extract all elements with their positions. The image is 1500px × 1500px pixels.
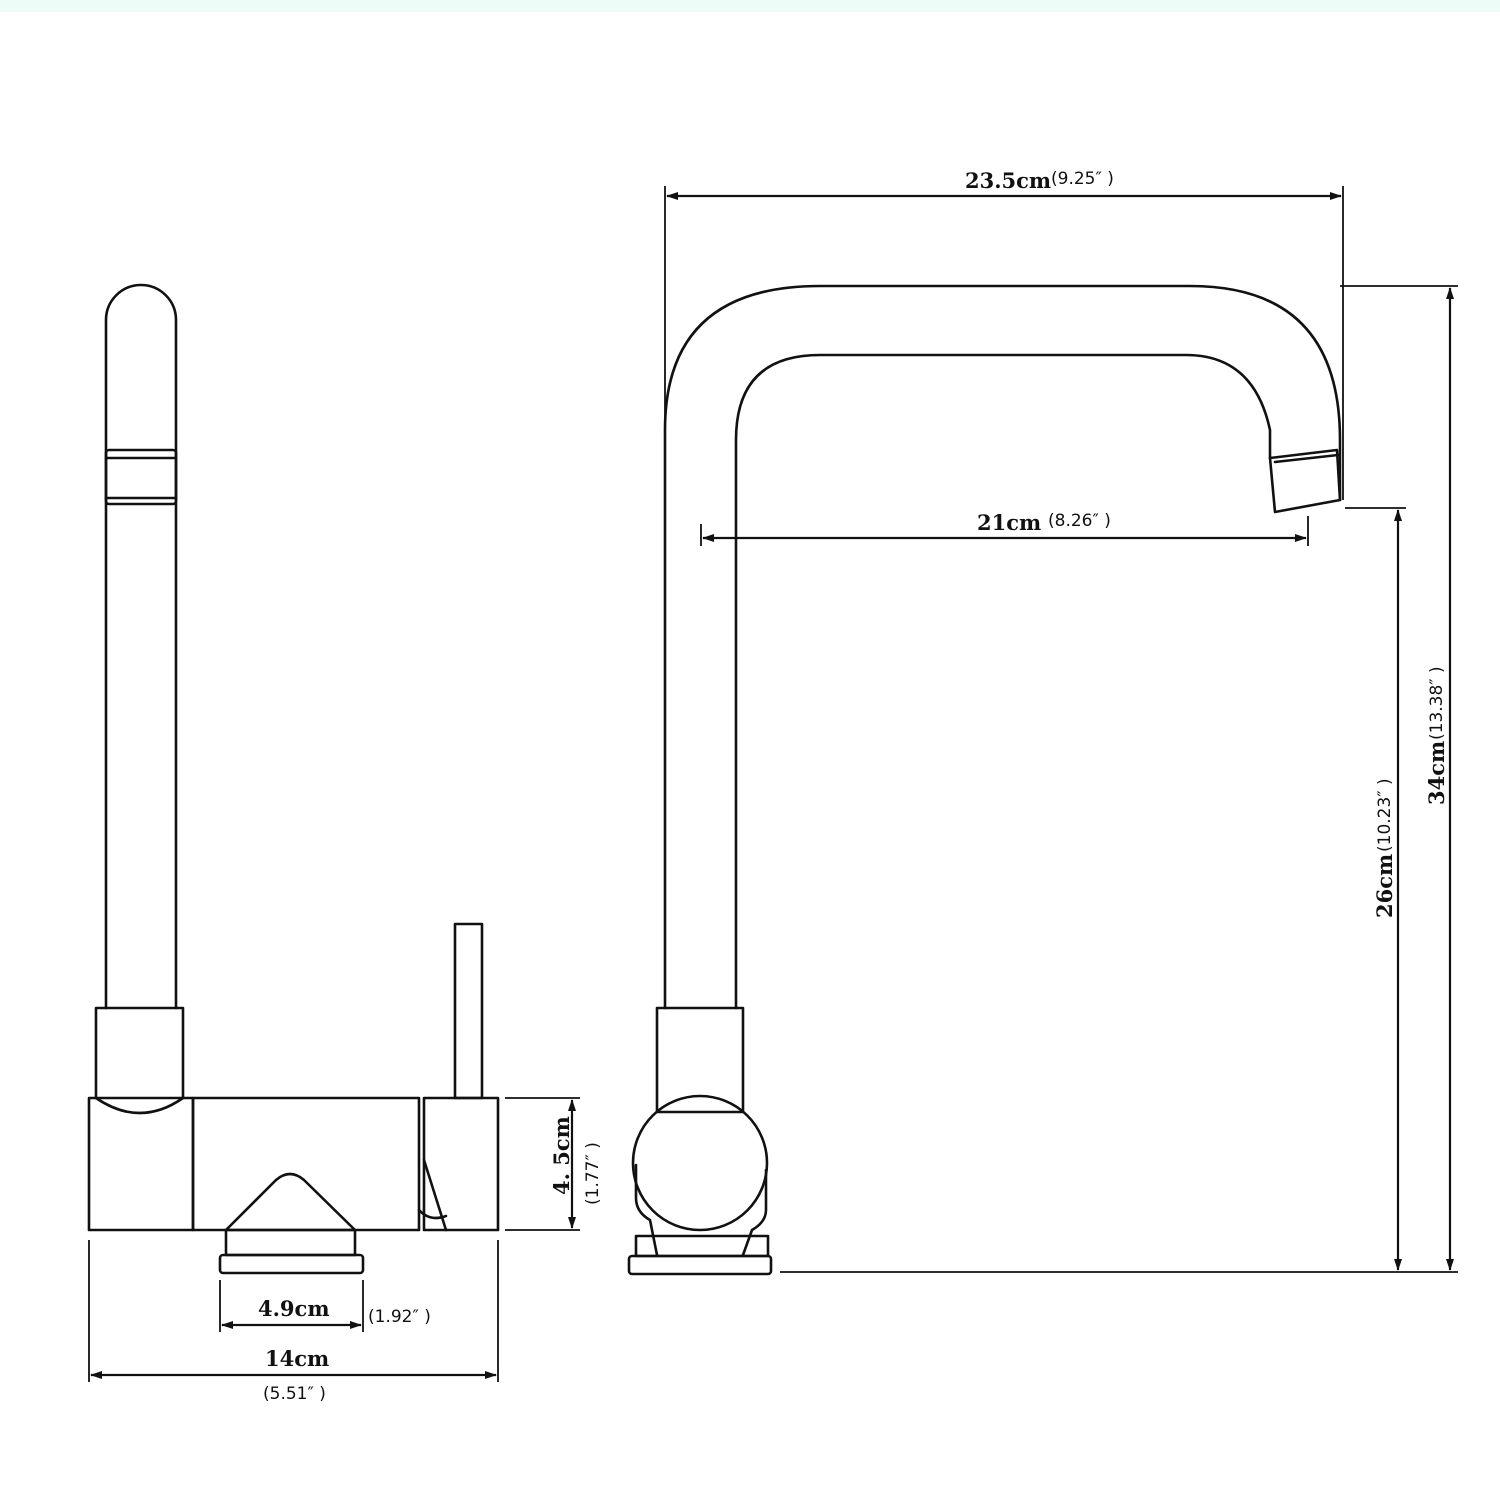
dim-body-height: 4. 5cm (1.77″ ) (505, 1097, 603, 1231)
body-length-imperial: (5.51″ ) (263, 1384, 326, 1404)
spout-reach-total-imperial: (9.25″ ) (1051, 169, 1114, 189)
dim-body-length: 14cm (5.51″ ) (88, 1240, 499, 1404)
spout-reach-total-metric: 23.5cm (965, 168, 1051, 193)
dim-outlet-height: 26cm (10.23″ ) (1345, 507, 1406, 1271)
dim-base-diameter: 4.9cm (1.92″ ) (219, 1280, 431, 1332)
body-height-imperial: (1.77″ ) (583, 1142, 603, 1205)
side-view-faucet (87, 283, 500, 1275)
body-length-metric: 14cm (265, 1346, 329, 1371)
top-band (0, 0, 1500, 12)
spout-reach-outlet-metric: 21cm (977, 510, 1041, 535)
outlet-height-metric: 26cm (1372, 854, 1397, 918)
base-diameter-metric: 4.9cm (258, 1296, 330, 1321)
base-diameter-imperial: (1.92″ ) (368, 1307, 431, 1327)
total-height-imperial: (13.38″ ) (1427, 666, 1447, 740)
dim-spout-reach-outlet: 21cm (8.26″ ) (700, 510, 1309, 546)
dim-spout-reach-total: 23.5cm (9.25″ ) (664, 168, 1344, 500)
outlet-height-imperial: (10.23″ ) (1375, 778, 1395, 852)
body-height-metric: 4. 5cm (549, 1116, 574, 1195)
dim-total-height: 34cm (13.38″ ) (780, 285, 1458, 1273)
total-height-metric: 34cm (1424, 741, 1449, 805)
spout-reach-outlet-imperial: (8.26″ ) (1048, 511, 1111, 531)
front-view-faucet (627, 284, 1342, 1276)
